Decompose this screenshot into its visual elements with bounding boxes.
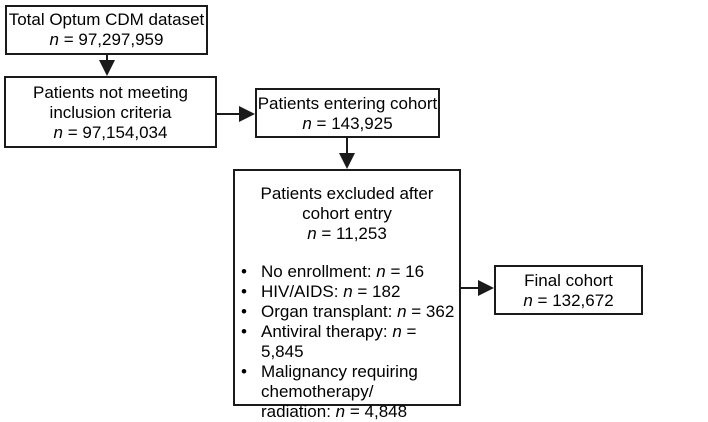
not-meeting-criteria-box: Patients not meeting inclusion criteria …	[4, 76, 217, 148]
exclusion-list: No enrollment: n = 16 HIV/AIDS: n = 182 …	[235, 262, 459, 422]
total-dataset-box: Total Optum CDM dataset n = 97,297,959	[5, 5, 208, 55]
not-meeting-title-line1: Patients not meeting	[33, 83, 188, 102]
excluded-title-line1: Patients excluded after	[260, 184, 434, 203]
entering-cohort-count: n = 143,925	[302, 114, 393, 133]
final-cohort-box: Final cohort n = 132,672	[494, 265, 643, 315]
excluded-count: n = 11,253	[307, 224, 387, 243]
total-dataset-count: n = 97,297,959	[49, 30, 164, 49]
excluded-box: Patients excluded after cohort entry n =…	[233, 169, 461, 421]
entering-cohort-box: Patients entering cohort n = 143,925	[255, 88, 440, 138]
final-cohort-title: Final cohort	[524, 271, 613, 290]
final-cohort-count: n = 132,672	[523, 291, 614, 310]
not-meeting-count: n = 97,154,034	[53, 123, 168, 142]
connector-arrows	[99, 55, 494, 296]
list-item: HIV/AIDS: n = 182	[235, 282, 459, 302]
excluded-title-line2: cohort entry	[302, 204, 392, 223]
list-item: No enrollment: n = 16	[235, 262, 459, 282]
not-meeting-title-line2: inclusion criteria	[49, 103, 172, 122]
list-item: Antiviral therapy: n = 5,845	[235, 322, 459, 362]
list-item: Malignancy requiring chemotherapy/ radia…	[235, 362, 459, 422]
list-item: Organ transplant: n = 362	[235, 302, 459, 322]
entering-cohort-title: Patients entering cohort	[257, 94, 438, 113]
total-dataset-title: Total Optum CDM dataset	[8, 10, 205, 29]
